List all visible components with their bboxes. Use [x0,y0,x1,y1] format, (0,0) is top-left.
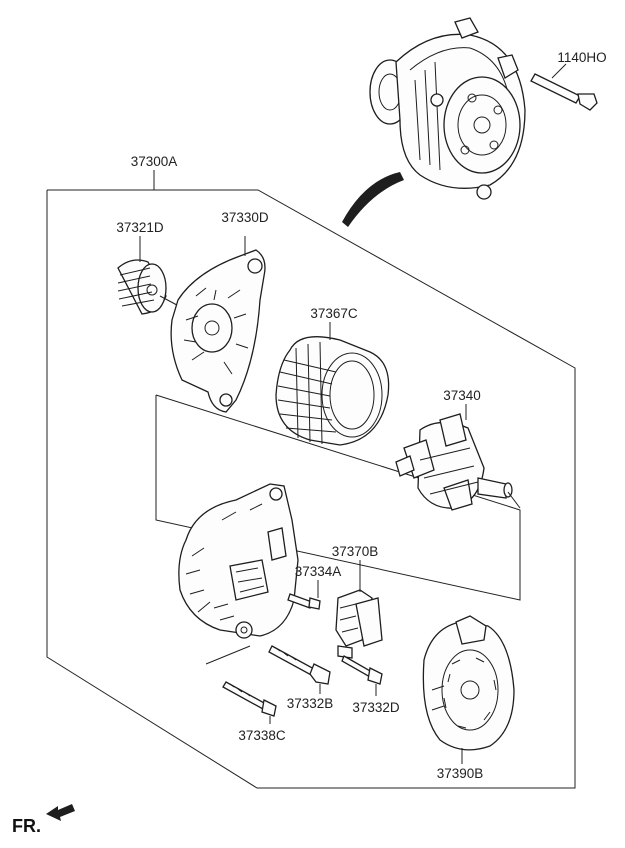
label-screw: 37334A [295,564,342,579]
rear-cover-illustration [422,615,515,751]
leader-through-bolt-axis [205,645,251,665]
pulley-illustration [117,259,167,315]
rotor-illustration [395,413,513,511]
label-rotor: 37340 [443,388,481,403]
leader-bolt-top [551,63,567,79]
label-rear-cover: 37390B [437,766,484,781]
label-through-bolt: 37338C [238,728,286,743]
label-pulley: 37321D [116,220,164,235]
front-bracket-illustration [170,249,266,413]
fr-arrow-icon [46,804,75,821]
label-stator: 37367C [310,306,358,321]
label-front-bracket: 37330D [221,210,269,225]
rear-bracket-illustration [178,483,299,639]
label-bolt-top: 1140HO [557,50,606,65]
assembly-outline [46,189,576,789]
bolt-long-illustration [268,645,331,685]
label-rectifier: 37370B [332,544,379,559]
bolt-short-illustration [341,655,383,685]
stator-illustration [275,336,390,446]
leader-rotor-shaft [507,491,521,509]
label-bolt-short: 37332D [352,700,400,715]
fr-orientation-label: FR. [12,816,41,836]
screw-illustration [287,593,321,610]
label-assembly: 37300A [131,154,178,169]
rectifier-illustration [335,589,383,659]
alternator-assembly-illustration [369,17,598,200]
label-bolt-long: 37332B [287,696,334,711]
through-bolt-illustration [222,681,277,717]
explode-arrow [342,172,404,227]
